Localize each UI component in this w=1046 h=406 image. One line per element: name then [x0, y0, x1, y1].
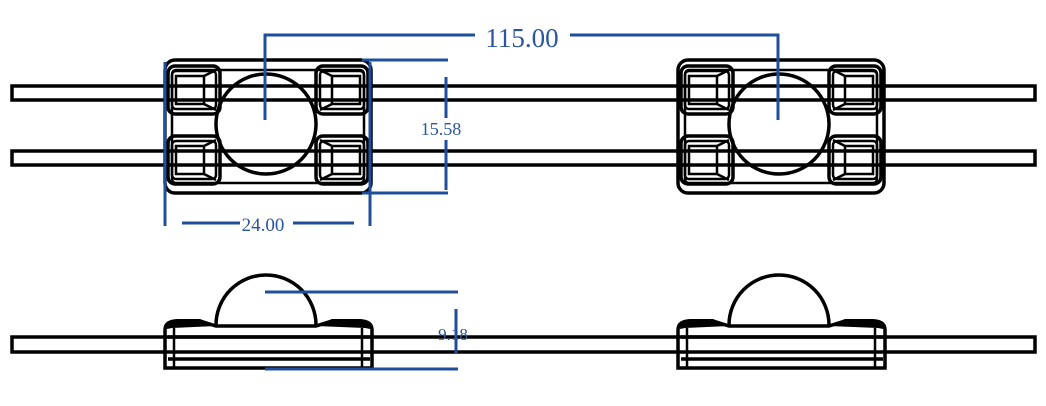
side-body: [163, 319, 374, 370]
clip-pad: [679, 64, 735, 116]
top-wire-2: [10, 149, 1037, 167]
pitch-dimension: 115.00: [263, 23, 780, 120]
clip-pad: [314, 64, 370, 116]
clip-pad: [314, 134, 370, 186]
pitch-line-left: [263, 33, 475, 120]
thickness-dimension: 9.18: [265, 290, 468, 371]
clip-pad: [679, 134, 735, 186]
height-dimension: 15.58: [362, 58, 462, 195]
side-shoulder: [680, 319, 883, 329]
clip-pad: [827, 64, 883, 116]
top-wire-1: [10, 84, 1037, 102]
side-shoulder: [167, 319, 370, 329]
lens-dome: [214, 273, 318, 326]
pitch-label: 115.00: [485, 23, 558, 53]
module-inner-outline: [683, 68, 879, 185]
top-view: [676, 58, 886, 195]
led-module-2: [676, 58, 887, 370]
module-body: [676, 58, 886, 195]
clip-pad: [827, 134, 883, 186]
wires: [10, 84, 1037, 354]
clip-pad: [166, 134, 222, 186]
top-view: [163, 58, 373, 195]
led-module-1: [163, 58, 374, 370]
side-view: [676, 273, 887, 370]
module-inner-outline: [170, 68, 366, 185]
pitch-line-right: [570, 33, 780, 120]
width-label: 24.00: [242, 215, 285, 236]
lens-dome: [727, 273, 831, 326]
side-wire: [10, 335, 1037, 354]
side-view: [163, 273, 374, 370]
width-dimension: 24.00: [163, 62, 372, 236]
height-label: 15.58: [421, 119, 462, 139]
side-body: [676, 319, 887, 370]
thickness-label: 9.18: [438, 325, 468, 344]
clip-pad: [166, 64, 222, 116]
